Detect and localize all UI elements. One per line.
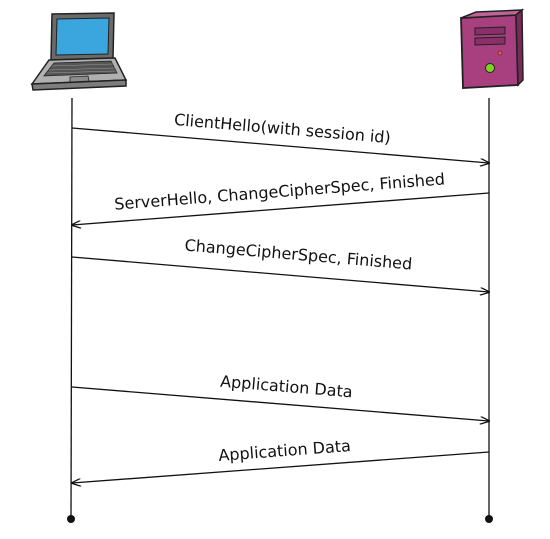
message-label: ServerHello, ChangeCipherSpec, Finished [114, 169, 446, 213]
message-label: ClientHello(with session id) [173, 110, 391, 147]
server-tower-icon [460, 8, 525, 89]
message-application-data-to-server: Application Data [71, 372, 489, 421]
message-client-hello: ClientHello(with session id) [71, 110, 489, 163]
laptop-icon [30, 12, 128, 91]
message-label: ChangeCipherSpec, Finished [184, 236, 413, 274]
message-label: Application Data [220, 372, 354, 402]
message-change-cipher-spec: ChangeCipherSpec, Finished [71, 236, 489, 292]
message-application-data-to-client: Application Data [72, 436, 490, 483]
server-lifeline-end [485, 515, 493, 523]
message-label: Application Data [218, 436, 352, 465]
client-lifeline-end [67, 515, 75, 523]
message-server-hello: ServerHello, ChangeCipherSpec, Finished [72, 169, 490, 225]
client-lifeline [70, 97, 73, 519]
